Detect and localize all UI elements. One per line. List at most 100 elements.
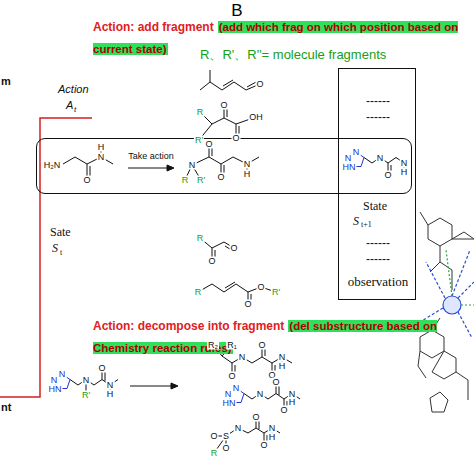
atom-label: O [279,406,288,415]
side-molecule [452,232,474,239]
atom-label: R [196,108,205,117]
action-heading: Action: decompose into fragment [93,319,284,333]
side-molecule [420,330,444,358]
atom-label: N [243,160,252,169]
atom-label: O [271,378,280,387]
subscript: t [74,106,76,114]
atom-label: N [376,153,385,162]
node-text: ------ [366,95,390,107]
atom-label: HN [342,163,357,172]
state-symbol: S [52,242,58,254]
atom-label: H [268,433,277,442]
atom-label: R [210,449,219,458]
atom-label: O [97,364,106,373]
red-bracket [0,118,92,397]
interaction-lines [443,296,461,314]
atom-label: O [227,372,236,381]
atom-label: N [278,353,287,362]
atom-label: HN [48,385,63,394]
reaction-arrow [171,383,178,389]
reaction-arrow [128,168,170,169]
atom-label: N [58,370,67,379]
atom-label: O [243,300,252,309]
interaction-lines [446,250,474,305]
atom-label: O [229,244,238,253]
cut-text: m [1,76,11,87]
atom-label: H [243,170,252,179]
atom-label: N [106,381,115,390]
atom-label: N [82,375,91,384]
atom-label: H₂N [43,161,62,170]
atom-label: N [268,424,277,433]
subscript: t [60,249,62,257]
node-text: ------ [366,237,390,249]
atom-label: N [234,424,243,433]
bond-lines [214,417,280,453]
atom-label: N [97,153,106,162]
atom-label: N [224,389,233,398]
bond-lines [63,70,404,453]
atom-label: R [194,288,203,297]
atom-label: R₂ [207,341,219,350]
atom-label: HN [222,399,237,408]
atom-label: H [400,168,409,177]
action-heading: Action: add fragment [93,20,214,34]
atom-label: N [188,161,197,170]
reaction-arrow [130,386,174,387]
atom-label: N [400,159,409,168]
atom-label: R' [194,136,204,145]
atom-label: O [221,444,230,453]
atom-label: S [222,432,230,441]
atom-label: H [106,390,115,399]
atom-label: O [255,80,264,89]
atom-label: R [196,234,205,243]
state-label: Sate [50,226,71,238]
action-label: Action [58,84,89,95]
bond-lines [198,282,276,304]
node-text: ------ [366,111,390,123]
atom-label: O [251,413,260,422]
side-molecule [430,392,448,412]
atom-label: N [238,353,247,362]
node-text: S [353,215,359,227]
atom-label: O [204,140,213,149]
node-text: ------ [366,253,390,265]
panel-title: B [231,2,242,19]
reaction-arrow [167,165,174,171]
red-bracket [0,118,92,397]
node-text: observation [348,275,409,288]
atom-label: O [216,173,225,182]
bond-lines [199,105,256,140]
node-text: State [363,200,387,212]
atom-label: O [231,134,240,143]
atom-label: OH [248,113,264,122]
atom-label: N [256,389,265,398]
atom-label: R' [81,391,91,400]
observation-box: ------ ------ StateSt+1 ------ ------ observa… [338,68,416,300]
atom-label: N [352,148,361,157]
atom-label: N [50,375,59,384]
atom-label: O [207,257,216,266]
atom-label: H [278,362,287,371]
node-text: t+1 [361,221,372,229]
atom-label: O [257,341,266,350]
atom-label: R₁ [226,341,238,350]
atom-label: N [232,384,241,393]
atom-label: O [209,432,218,441]
atom-label: R' [196,176,206,185]
action-symbol: A [66,100,73,111]
atom-label: O [256,283,265,292]
side-molecule [420,212,452,290]
atom-label: R' [271,288,281,297]
atom-label: O [219,101,228,110]
atom-label: O [82,176,91,185]
side-molecule [432,351,456,379]
atom-label: O [259,441,268,450]
reaction-arrow [128,165,178,389]
atom-label: H [97,143,106,152]
atom-label: H [288,398,297,407]
bond-lines [200,70,260,90]
cut-text: nt [1,402,11,413]
